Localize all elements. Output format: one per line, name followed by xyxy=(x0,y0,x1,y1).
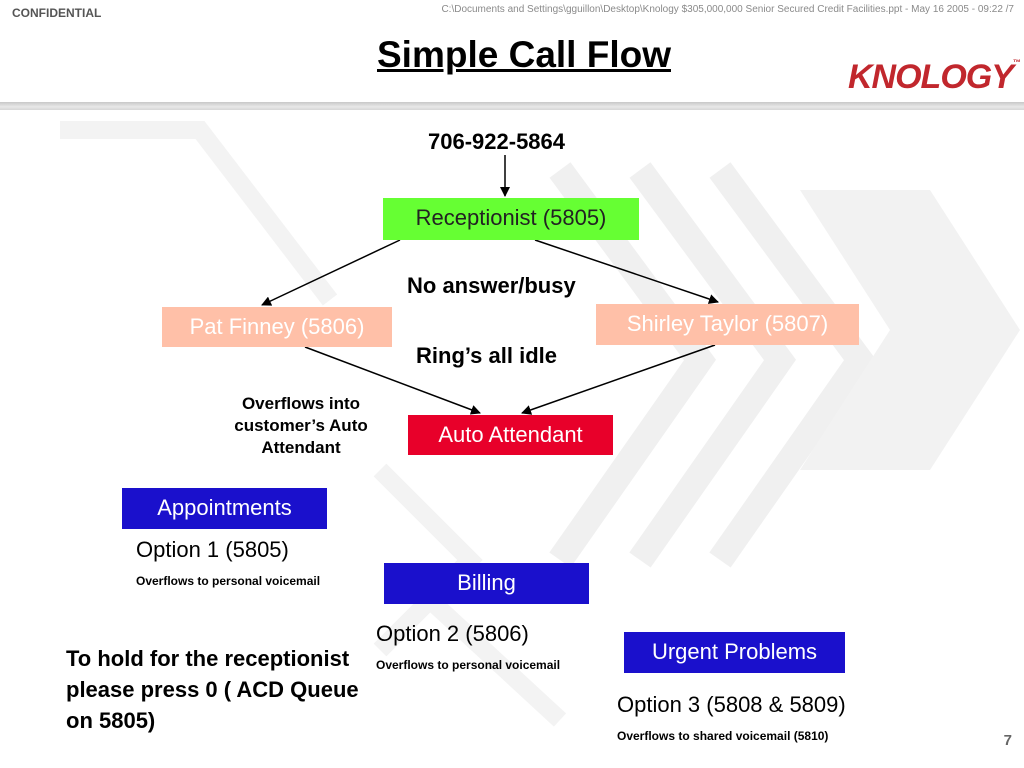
phone-number: 706-922-5864 xyxy=(428,129,566,154)
arrow-pat-to-auto xyxy=(304,346,481,415)
option-3-overflow: Overflows to shared voicemail (5810) xyxy=(617,729,829,743)
urgent-problems-box: Urgent Problems xyxy=(624,632,845,673)
logo-text: KNOLOGY xyxy=(848,58,1014,96)
arrow-shirley-to-auto xyxy=(521,344,716,415)
ring-all-idle-label: Ring’s all idle xyxy=(416,343,557,368)
overflow-note: Overflows into customer’s Auto Attendant xyxy=(234,394,368,457)
option-1-overflow: Overflows to personal voicemail xyxy=(136,574,321,588)
option-3-label: Option 3 (5808 & 5809) xyxy=(617,692,846,717)
billing-box: Billing xyxy=(384,563,589,604)
knology-logo: KNOLOGY™ xyxy=(848,58,1021,97)
receptionist-box: Receptionist (5805) xyxy=(383,198,639,240)
auto-attendant-box: Auto Attendant xyxy=(408,415,613,455)
appointments-box: Appointments xyxy=(122,488,327,529)
option-2-label: Option 2 (5806) xyxy=(376,621,529,646)
page-number: 7 xyxy=(1003,732,1012,749)
no-answer-label: No answer/busy xyxy=(407,273,576,298)
option-1-label: Option 1 (5805) xyxy=(136,537,289,562)
file-path: C:\Documents and Settings\gguillon\Deskt… xyxy=(441,4,1014,15)
shirley-taylor-box: Shirley Taylor (5807) xyxy=(596,304,859,345)
header-band xyxy=(0,102,1024,110)
option-2-overflow: Overflows to personal voicemail xyxy=(376,658,561,672)
logo-trademark: ™ xyxy=(1012,58,1021,67)
confidential-label: CONFIDENTIAL xyxy=(12,6,102,20)
arrow-receptionist-to-pat xyxy=(261,239,401,306)
slide-title: Simple Call Flow xyxy=(377,34,671,75)
pat-finney-box: Pat Finney (5806) xyxy=(162,307,392,347)
hold-instructions: To hold for the receptionist please pres… xyxy=(66,646,359,733)
arrow-receptionist-to-shirley xyxy=(534,239,719,304)
